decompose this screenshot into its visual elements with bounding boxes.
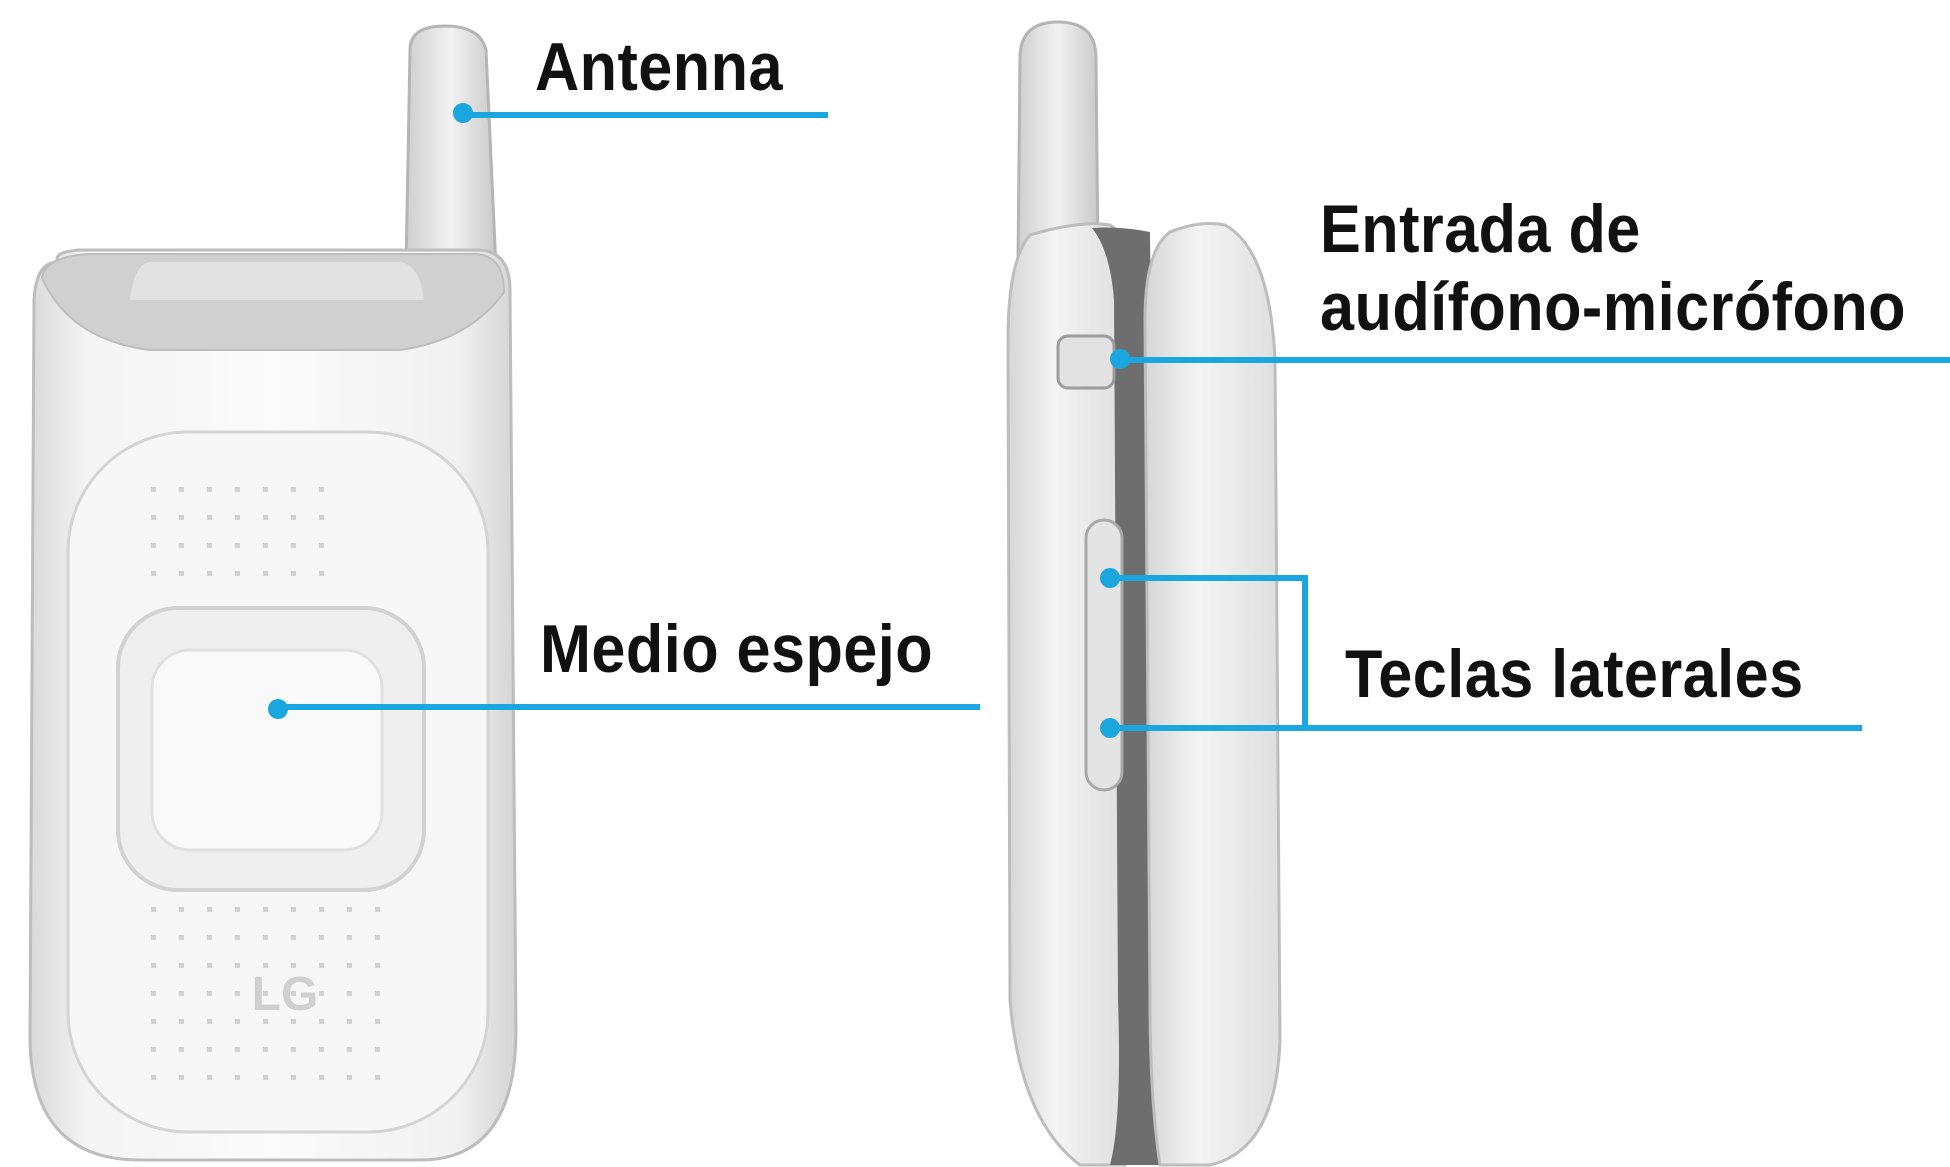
phone-side-view [1006,20,1282,1167]
half-mirror-inner [150,648,384,852]
side-keys-label: Teclas laterales [1345,636,1804,712]
dot-texture-bottom [140,900,400,1100]
side-keys [1084,518,1124,792]
side-antenna [1016,20,1100,264]
headset-jack [1056,334,1116,390]
side-front-half [1143,222,1282,1167]
hinge-seam [1092,227,1160,1165]
callout-lines [268,103,1950,738]
antenna-label: Antenna [535,29,783,105]
antenna [404,24,498,270]
side-back-half [1006,222,1127,1167]
top-band-inner [130,262,424,300]
half-mirror-label: Medio espejo [540,611,934,687]
phone-front-view: LG [28,24,518,1162]
lg-logo: LG [252,968,319,1021]
callout-bracket-side-keys [1110,575,1308,728]
dot-texture-top [140,480,340,590]
headset-jack-label: Entrada de audífono-micrófono [1320,191,1907,346]
